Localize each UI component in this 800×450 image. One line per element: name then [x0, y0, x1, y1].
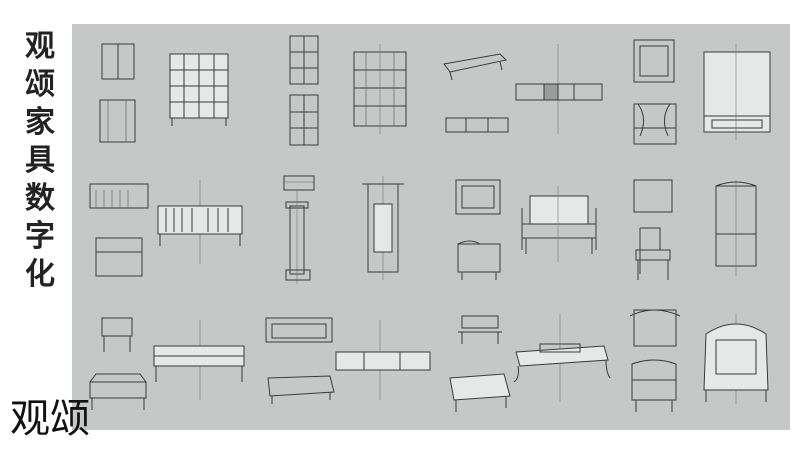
display-cabinet-drawing — [362, 176, 404, 280]
title-char: 化 — [25, 257, 55, 292]
armchair-front-drawing — [703, 314, 769, 404]
brand-logo: 观颂 — [10, 396, 90, 442]
bookshelf-drawing — [289, 35, 319, 146]
title-char: 家 — [25, 105, 55, 140]
canopy-bed-drawing — [633, 39, 677, 145]
carved-sideboard-drawing — [157, 180, 243, 264]
console-and-bench-drawing — [265, 317, 335, 404]
vertical-title: 观 颂 家 具 数 字 化 — [20, 28, 60, 294]
sideboard-drawing-1 — [89, 183, 149, 277]
armchair-drawing — [521, 186, 597, 262]
tall-wardrobe-drawing — [715, 180, 757, 276]
long-table-drawing — [153, 320, 245, 400]
cabinet-drawing-1 — [99, 43, 136, 143]
shelf-elevation-drawing — [353, 44, 407, 134]
altar-table-drawing — [513, 314, 611, 402]
title-char: 数 — [25, 181, 55, 216]
low-cabinet-drawing — [515, 44, 603, 134]
tea-table-drawing — [449, 315, 511, 412]
stool-and-bench-drawing — [89, 317, 147, 410]
title-char: 颂 — [25, 67, 55, 102]
screen-and-sofa-drawing — [455, 179, 501, 280]
title-char: 字 — [25, 219, 55, 254]
tv-stand-drawing — [443, 53, 509, 133]
round-back-chair-drawing — [629, 309, 681, 412]
tall-stand-drawing — [283, 175, 315, 284]
drawer-cabinet-drawing — [169, 53, 229, 126]
title-char: 具 — [25, 143, 55, 178]
wardrobe-drawing — [703, 44, 771, 140]
title-char: 观 — [25, 29, 55, 64]
side-chair-drawing — [633, 179, 673, 280]
sideboard-elevation-drawing — [335, 320, 431, 400]
